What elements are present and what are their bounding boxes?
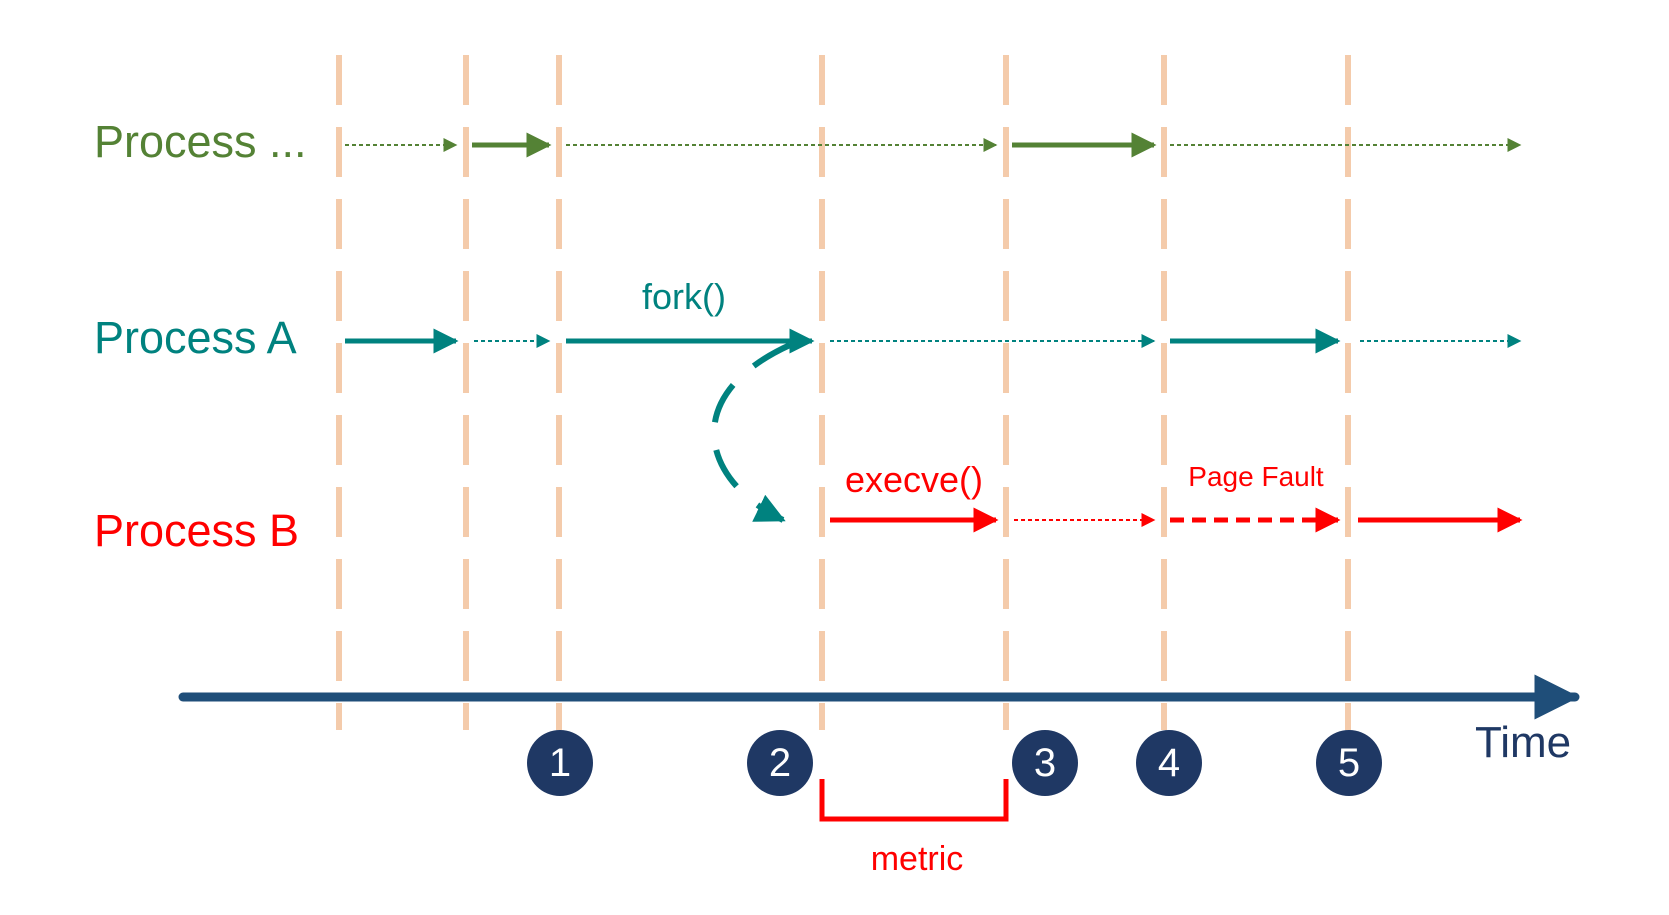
page-fault-label: Page Fault	[1188, 461, 1324, 492]
time-guides	[336, 55, 1351, 730]
metric-label: metric	[870, 840, 964, 878]
marker-1: 1	[527, 730, 593, 796]
time-axis-label: Time	[1475, 718, 1572, 767]
fork-label: fork()	[642, 276, 726, 317]
marker-5: 5	[1316, 730, 1382, 796]
process-b-label: Process B	[94, 505, 300, 556]
marker-4: 4	[1136, 730, 1202, 796]
process-a-label: Process A	[94, 312, 297, 363]
metric-bracket	[819, 779, 1009, 822]
marker-2: 2	[747, 730, 813, 796]
execve-label: execve()	[844, 459, 984, 500]
fork-curve-arrow	[711, 342, 792, 523]
marker-3: 3	[1012, 730, 1078, 796]
process-other-label: Process ...	[94, 116, 307, 167]
